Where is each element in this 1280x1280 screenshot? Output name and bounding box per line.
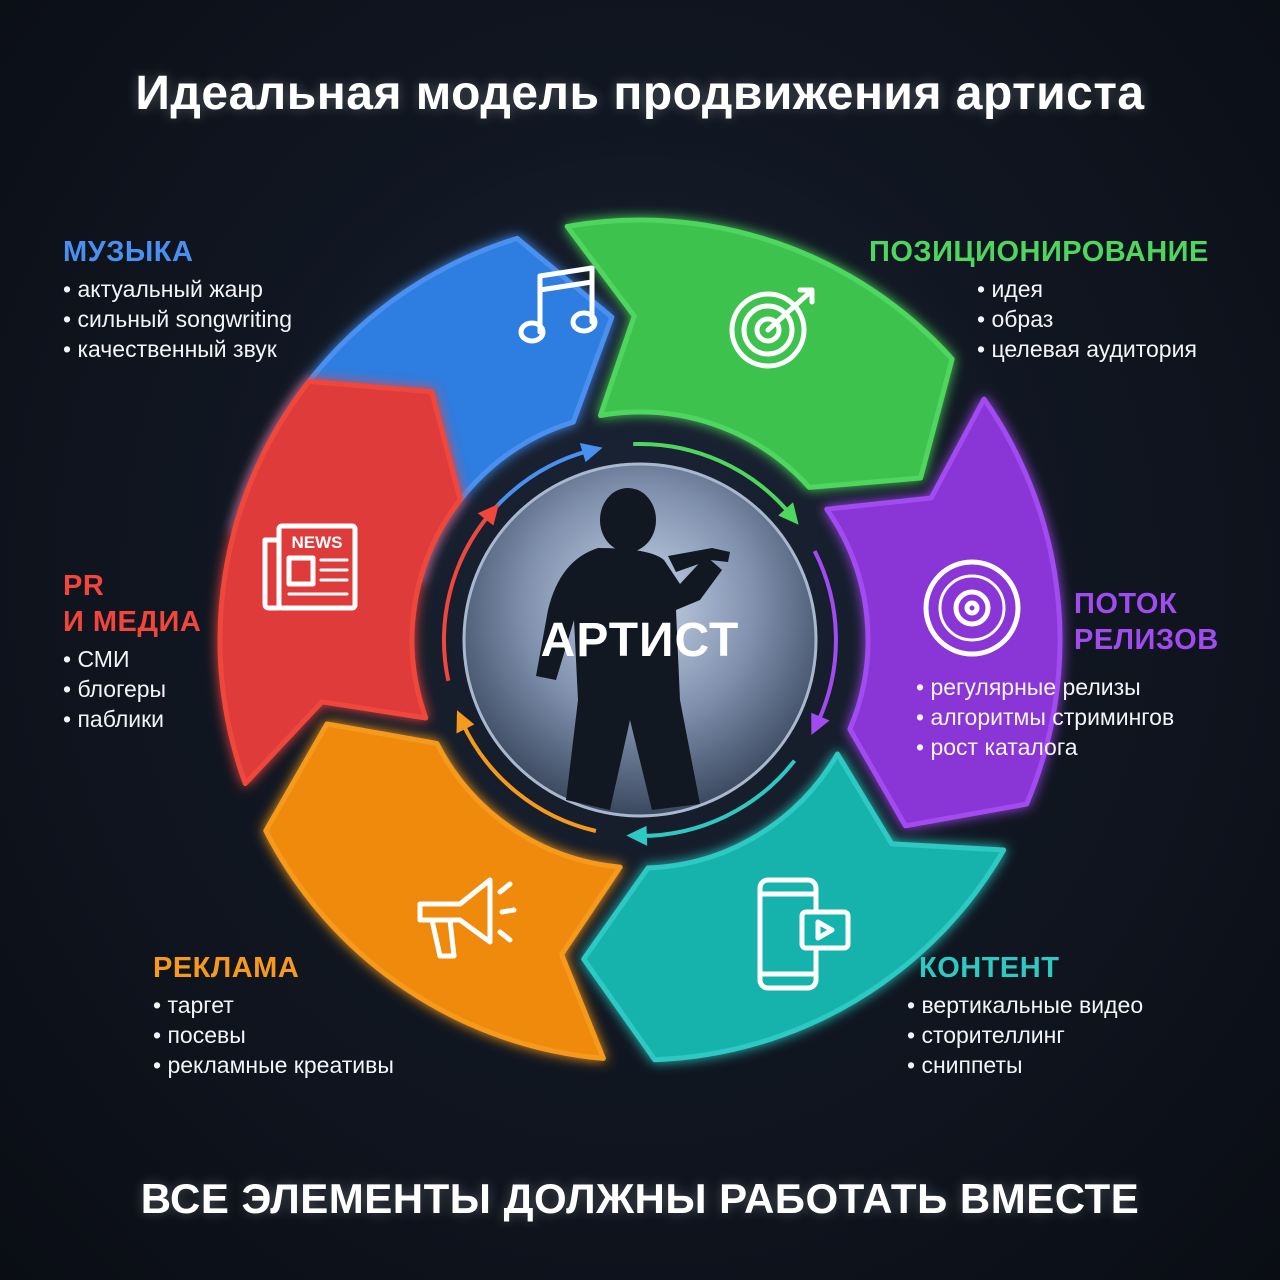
list-item: сторителлинг — [907, 1020, 1143, 1050]
list-item: сильный songwriting — [63, 304, 292, 334]
list-item: посевы — [153, 1020, 394, 1050]
inner-arrow-content — [639, 759, 797, 838]
block-content-heading: КОНТЕНТ — [919, 952, 1060, 984]
block-music: МУЗЫКА актуальный жанр сильный songwriti… — [63, 234, 292, 364]
list-item: блогеры — [63, 674, 201, 704]
inner-arrowhead-pr — [477, 503, 499, 526]
block-pr-list: СМИ блогеры паблики — [63, 644, 201, 734]
block-releases-heading: ПОТОК РЕЛИЗОВ — [1074, 588, 1219, 656]
inner-arrow-ads — [460, 721, 597, 833]
list-item: сниппеты — [907, 1050, 1143, 1080]
list-item: таргет — [153, 990, 394, 1020]
block-releases-list: регулярные релизы алгоритмы стримингов р… — [916, 672, 1219, 762]
block-ads: РЕКЛАМА таргет посевы рекламные креативы — [153, 950, 394, 1080]
list-item: алгоритмы стримингов — [916, 702, 1219, 732]
segment-ads — [263, 721, 623, 1061]
inner-arrowhead-ads — [456, 710, 475, 734]
list-item: актуальный жанр — [63, 274, 292, 304]
inner-arrowhead-content — [626, 825, 648, 846]
block-pr: PR И МЕДИА СМИ блогеры паблики — [63, 568, 201, 734]
target-icon — [729, 287, 815, 369]
list-item: СМИ — [63, 644, 201, 674]
singer-silhouette — [536, 488, 730, 810]
block-content-list: вертикальные видео сторителлинг сниппеты — [907, 990, 1143, 1080]
block-positioning: ПОЗИЦИОНИРОВАНИЕ идея образ целевая ауди… — [869, 234, 1235, 364]
block-releases: ПОТОК РЕЛИЗОВ регулярные релизы алгоритм… — [916, 586, 1219, 762]
list-item: регулярные релизы — [916, 672, 1219, 702]
block-music-list: актуальный жанр сильный songwriting каче… — [63, 274, 292, 364]
block-music-heading: МУЗЫКА — [63, 236, 194, 268]
list-item: рекламные креативы — [153, 1050, 393, 1080]
inner-arrowhead-music — [579, 443, 603, 463]
page-title: Идеальная модель продвижения артиста — [135, 67, 1145, 120]
list-item: паблики — [63, 704, 201, 734]
block-ads-list: таргет посевы рекламные креативы — [153, 990, 394, 1080]
inner-arrow-releases — [812, 550, 838, 724]
music-note-icon — [518, 265, 598, 344]
footer-slogan: ВСЕ ЭЛЕМЕНТЫ ДОЛЖНЫ РАБОТАТЬ ВМЕСТЕ — [140, 1175, 1140, 1222]
list-item: образ — [977, 304, 1235, 334]
segment-content — [581, 751, 1007, 1063]
block-positioning-heading: ПОЗИЦИОНИРОВАНИЕ — [869, 236, 1209, 268]
list-item: целевая аудитория — [977, 334, 1235, 364]
segment-pr — [217, 378, 463, 787]
block-pr-heading: PR И МЕДИА — [63, 570, 202, 638]
newspaper-icon-label: NEWS — [292, 533, 343, 552]
list-item: вертикальные видео — [907, 990, 1143, 1020]
phone-video-icon — [757, 877, 851, 991]
block-content: КОНТЕНТ вертикальные видео сторителлинг … — [907, 950, 1143, 1080]
list-item: идея — [977, 274, 1235, 304]
inner-arrow-pr — [442, 512, 492, 682]
inner-arrow-positioning — [633, 442, 792, 516]
inner-arrowhead-releases — [811, 712, 830, 735]
newspaper-icon: NEWS — [262, 523, 358, 611]
vinyl-disc-icon — [923, 559, 1021, 657]
inner-arrowhead-positioning — [778, 502, 799, 525]
block-ads-heading: РЕКЛАМА — [153, 952, 300, 984]
list-item: качественный звук — [63, 334, 292, 364]
block-positioning-list: идея образ целевая аудитория — [977, 274, 1235, 364]
center-label: АРТИСТ — [541, 614, 740, 667]
megaphone-icon — [417, 877, 517, 959]
list-item: рост каталога — [916, 732, 1219, 762]
